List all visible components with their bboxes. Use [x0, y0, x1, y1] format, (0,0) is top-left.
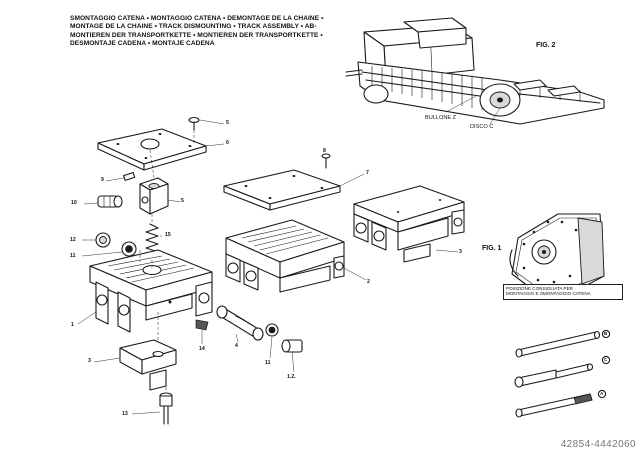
- part-5-block: [139, 177, 181, 215]
- title-line-1: SMONTAGGIO CATENA • MONTAGGIO CATENA • D…: [70, 15, 324, 22]
- part-12-bearing: [82, 232, 111, 248]
- tool-letter-c: C: [604, 357, 608, 362]
- part-13-bolt: [131, 392, 173, 425]
- fig2-label: FIG. 2: [536, 42, 556, 49]
- tool-a: [515, 389, 607, 418]
- callout-11-lower: 11: [265, 360, 271, 366]
- callout-9: 9: [101, 177, 104, 183]
- part-1-housing: [77, 249, 213, 333]
- position-box-line-1: POSIZIONE CONSIGLIATA PER: [506, 286, 573, 291]
- part-9-setscrew: [105, 172, 136, 182]
- callout-12: 12: [70, 237, 76, 243]
- part-11-ring-lower: [265, 323, 279, 359]
- part-8-screw: [188, 116, 225, 131]
- part-6-plate: [97, 128, 225, 171]
- serial-number: 42854-4442060: [560, 439, 636, 450]
- callout-11: 11: [70, 253, 76, 259]
- part-7-link-assembled: [353, 185, 465, 263]
- part-14-screw: [195, 319, 209, 344]
- tool-c: [514, 355, 611, 388]
- fig2-track-unit: [345, 17, 605, 125]
- part-12-bushing-lower: [281, 339, 303, 373]
- callout-3-left: 3: [88, 358, 91, 364]
- callout-2: 2: [367, 279, 370, 285]
- callout-4: 4: [235, 343, 238, 349]
- callout-10: 10: [71, 200, 77, 206]
- fig1-side-cover: [509, 213, 605, 293]
- title-line-4: DESMONTAJE CADENA • MONTAJE CADENA: [70, 40, 215, 48]
- part-11-ring: [81, 241, 137, 257]
- part-2-link: [225, 219, 367, 293]
- title-line-2: MONTAGE DE LA CHAINE • TRACK DISMOUNTING…: [70, 23, 317, 31]
- callout-3-right: 3: [459, 249, 462, 255]
- fig1-label: FIG. 1: [482, 245, 502, 252]
- callout-7: 7: [366, 170, 369, 176]
- callout-12-lower: 1.2.: [287, 374, 296, 380]
- callout-8: 8: [323, 148, 326, 154]
- callout-14: 14: [199, 346, 205, 352]
- page-title: SMONTAGGIO CATENA • MONTAGGIO CATENA • D…: [70, 15, 350, 49]
- part-7-plate-middle: [223, 153, 365, 211]
- part-4-pin: [216, 305, 264, 343]
- bullone-label: BULLONE Z: [425, 115, 457, 121]
- position-box: POSIZIONE CONSIGLIATA PER MONTAGGIO E SM…: [503, 284, 623, 300]
- callout-15: 15: [165, 232, 171, 238]
- callout-5-block: 5: [181, 198, 184, 204]
- callout-6: 6: [226, 140, 229, 146]
- disco-label: DISCO C: [470, 124, 494, 130]
- part-10-bushing: [83, 195, 123, 208]
- part-3-clamp: [93, 339, 177, 391]
- callout-1: 1: [71, 322, 74, 328]
- tool-b: [515, 329, 611, 358]
- tool-letter-a: A: [600, 391, 604, 396]
- callout-5-top: 5: [226, 120, 229, 126]
- title-line-3: MONTIEREN DER TRANSPORTKETTE • MONTIEREN…: [70, 31, 323, 39]
- tool-letter-b: B: [604, 331, 608, 336]
- position-box-line-2: MONTAGGIO E SMONTAGGIO CATENA: [506, 291, 591, 297]
- callout-13: 13: [122, 411, 128, 417]
